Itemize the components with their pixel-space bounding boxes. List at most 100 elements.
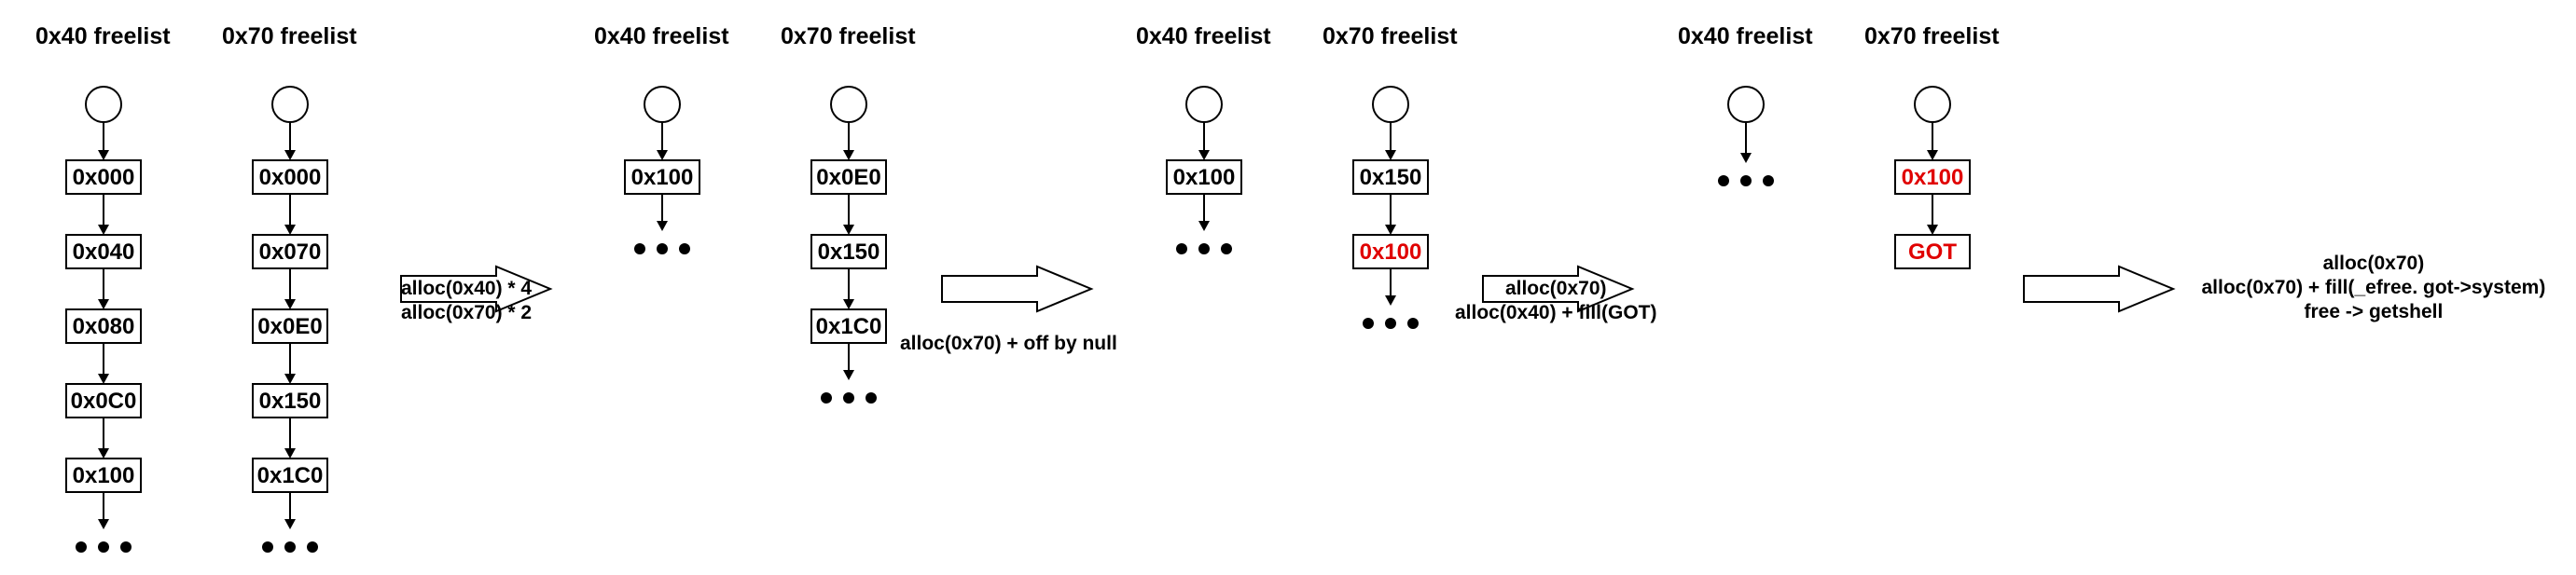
stage1-list1-node-box: [65, 308, 142, 344]
stage3-list1-node-label: 0x100: [1173, 165, 1236, 190]
stage2-list2-node-box: [810, 159, 887, 195]
stage4-list2-title: 0x70 freelist: [1864, 23, 2000, 49]
stage1-list1-arrow: [98, 343, 109, 384]
stage3-list2-node-box: [1352, 159, 1429, 195]
stage4-list1-head-circle: [1727, 86, 1765, 123]
stage1-list1-arrow: [98, 194, 109, 235]
transition-4-caption: alloc(0x70)alloc(0x70) + fill(_efree. go…: [2202, 252, 2546, 324]
stage1-list1-node: 0x040: [65, 234, 142, 269]
stage1-list1-node-box: [65, 234, 142, 269]
stage2-list1-node-box: [624, 159, 700, 195]
stage1-list2-node-label: 0x1C0: [257, 463, 324, 488]
stage3-list2-head-circle: [1372, 86, 1409, 123]
transition-1-arrow: [400, 265, 553, 313]
stage1-list1-node: 0x000: [65, 159, 142, 195]
stage1-list2-node: 0x150: [252, 383, 328, 418]
stage1-list2-head-circle: [271, 86, 309, 123]
stage3-list1-node-box: [1166, 159, 1242, 195]
stage1-list1-arrow: [98, 122, 109, 160]
stage2-list2-node: 0x150: [810, 234, 887, 269]
stage1-list2-node-box: [252, 458, 328, 493]
stage3-list1-arrow: [1198, 194, 1210, 231]
stage2-list1-arrow: [657, 194, 668, 231]
stage2-list2-arrow: [843, 194, 854, 235]
stage1-list2-arrow: [284, 194, 296, 235]
stage1-list2-arrow: [284, 268, 296, 309]
stage2-list2-arrow: [843, 268, 854, 309]
stage1-list2-node-box: [252, 159, 328, 195]
stage4-list2-node-label: 0x100: [1902, 165, 1964, 190]
stage1-list2-node: 0x000: [252, 159, 328, 195]
stage1-list2-arrow: [284, 122, 296, 160]
transition-2-arrow: [941, 265, 1094, 313]
stage3-list1-node: 0x100: [1166, 159, 1242, 195]
stage3-list1-title: 0x40 freelist: [1136, 23, 1271, 49]
stage2-list2-node: 0x1C0: [810, 308, 887, 344]
caption-line: alloc(0x70): [1504, 278, 1607, 299]
stage2-list2-node-label: 0x1C0: [816, 314, 882, 339]
transition-4-arrow: [2023, 265, 2176, 313]
stage2-list1-head-circle: [644, 86, 681, 123]
stage2-list1-title: 0x40 freelist: [594, 23, 729, 49]
stage1-list2-node-label: 0x070: [259, 240, 322, 265]
stage2-list2-arrow: [843, 343, 854, 380]
stage2-list1-ellipsis: [634, 243, 690, 254]
transition-3-arrow: [1482, 265, 1635, 313]
stage3-list2-arrow: [1385, 194, 1396, 235]
caption-line: alloc(0x70) + off by null: [900, 333, 1117, 354]
stage2-list2-node-label: 0x150: [818, 240, 880, 265]
stage4-list2-node: GOT: [1894, 234, 1971, 269]
transition-3-caption: alloc(0x70)alloc(0x40) + fill(GOT): [1455, 277, 1656, 325]
transition-2-caption: alloc(0x70) + off by null: [900, 332, 1117, 356]
stage4-list1-arrow: [1740, 122, 1752, 163]
stage4-list2-node: 0x100: [1894, 159, 1971, 195]
stage4-list2-node-label: GOT: [1908, 240, 1957, 265]
stage1-list2-title: 0x70 freelist: [222, 23, 357, 49]
stage2-list1-node: 0x100: [624, 159, 700, 195]
stage3-list1-head-circle: [1185, 86, 1223, 123]
stage2-list2-node-box: [810, 234, 887, 269]
stage4-list2-arrow: [1927, 194, 1938, 235]
stage1-list1-node-box: [65, 458, 142, 493]
stage4-list1-ellipsis: [1718, 175, 1774, 186]
stage3-list2-arrow: [1385, 268, 1396, 306]
stage3-list2-arrow: [1385, 122, 1396, 160]
stage1-list1-arrow: [98, 268, 109, 309]
stage1-list2-ellipsis: [262, 541, 318, 553]
stage2-list2-node-box: [810, 308, 887, 344]
stage4-list2-head-circle: [1914, 86, 1951, 123]
stage1-list1-title: 0x40 freelist: [35, 23, 171, 49]
caption-line: free -> getshell: [2304, 301, 2444, 322]
stage1-list2-node-box: [252, 234, 328, 269]
stage3-list1-ellipsis: [1176, 243, 1232, 254]
stage2-list2-arrow: [843, 122, 854, 160]
stage2-list1-arrow: [657, 122, 668, 160]
stage1-list1-node-label: 0x0C0: [71, 389, 137, 414]
stage1-list2-node-label: 0x000: [259, 165, 322, 190]
stage2-list1-node-label: 0x100: [631, 165, 694, 190]
stage4-list2-node-box: [1894, 234, 1971, 269]
stage1-list1-node-label: 0x080: [73, 314, 135, 339]
stage1-list2-node-label: 0x150: [259, 389, 322, 414]
stage1-list2-node-box: [252, 308, 328, 344]
stage1-list2-arrow: [284, 418, 296, 459]
stage1-list2-node-box: [252, 383, 328, 418]
caption-line: alloc(0x70): [2322, 253, 2425, 274]
stage3-list1-arrow: [1198, 122, 1210, 160]
transition-1-caption: alloc(0x40) * 4 alloc(0x70) * 2: [401, 277, 532, 325]
stage3-list2-node: 0x150: [1352, 159, 1429, 195]
stage4-list1-title: 0x40 freelist: [1678, 23, 1813, 49]
stage1-list1-arrow: [98, 418, 109, 459]
stage3-list2-title: 0x70 freelist: [1323, 23, 1458, 49]
stage1-list2-node-label: 0x0E0: [257, 314, 322, 339]
stage2-list2-title: 0x70 freelist: [781, 23, 916, 49]
stage1-list1-node-label: 0x000: [73, 165, 135, 190]
stage1-list2-node: 0x0E0: [252, 308, 328, 344]
stage1-list1-node-label: 0x100: [73, 463, 135, 488]
stage1-list2-node: 0x1C0: [252, 458, 328, 493]
caption-line: alloc(0x70) * 2: [401, 302, 533, 323]
stage1-list1-head-circle: [85, 86, 122, 123]
caption-line: alloc(0x40) * 4: [401, 278, 533, 299]
